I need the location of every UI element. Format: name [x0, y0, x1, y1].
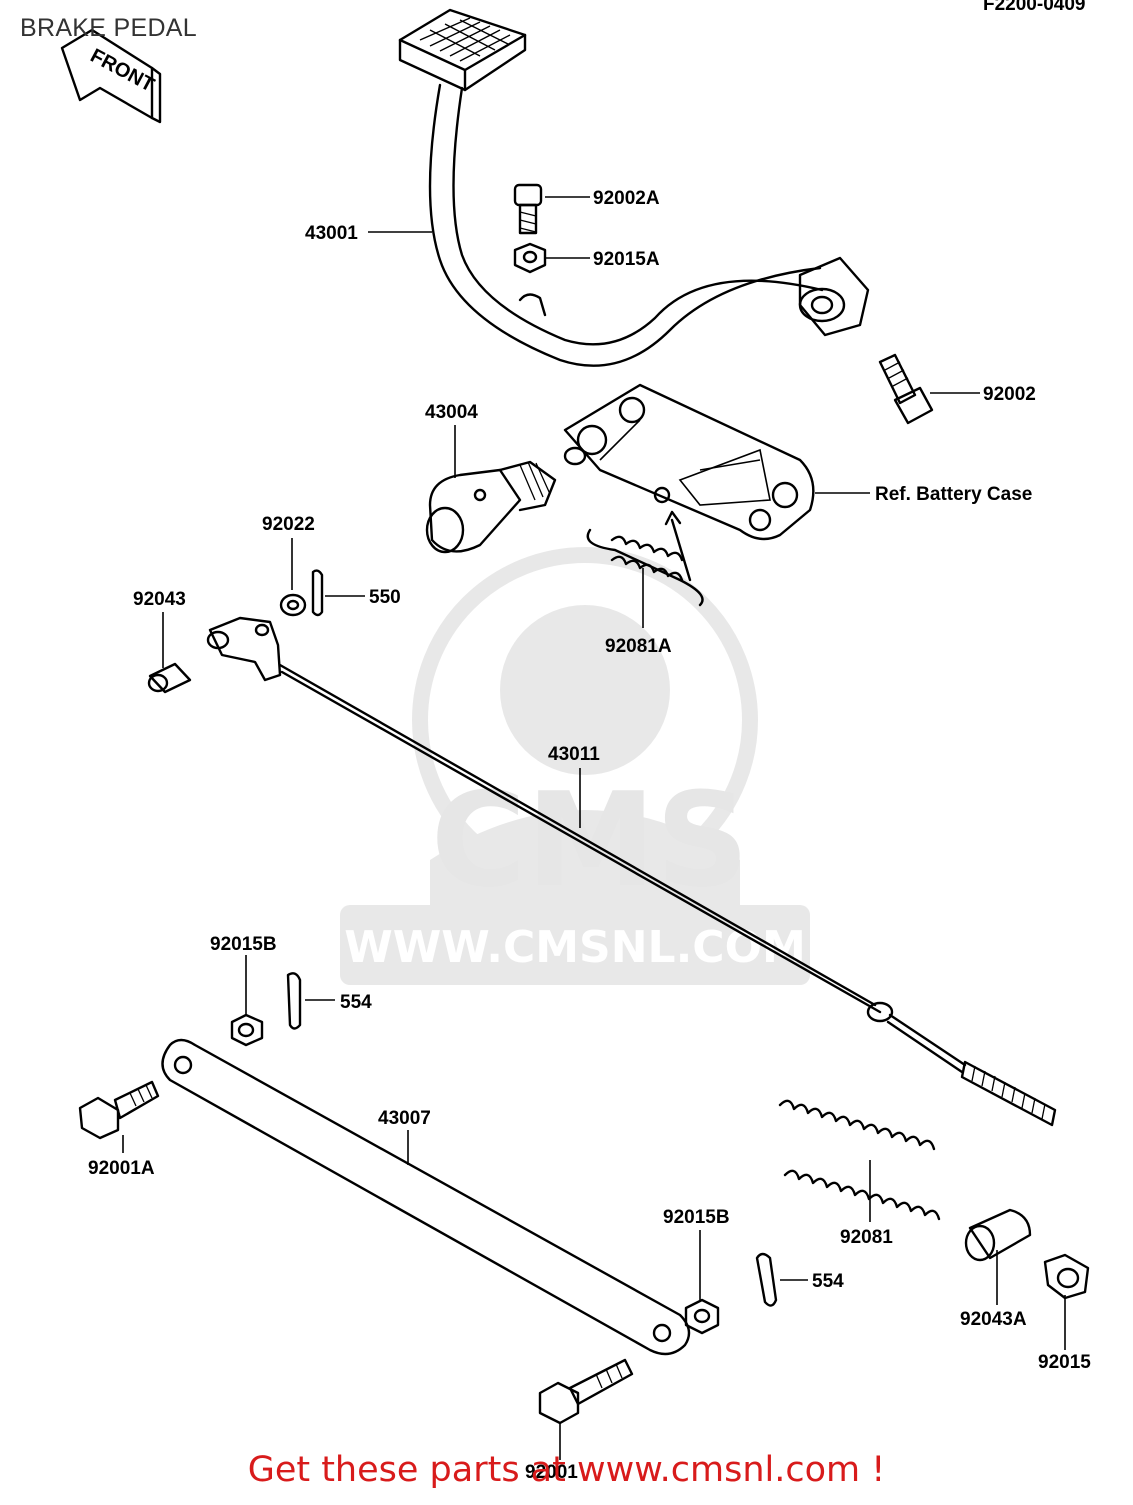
pin-92043	[147, 662, 192, 694]
collar-92043A	[964, 1208, 1032, 1262]
cotter-pin-554-right	[755, 1252, 778, 1307]
watermark: CMS WWW.CMSNL.COM	[340, 547, 810, 985]
footer-link[interactable]: Get these parts at www.cmsnl.com !	[248, 1450, 886, 1490]
cotter-pin-554-left	[286, 972, 302, 1030]
washer-92022	[279, 593, 307, 617]
label-43004: 43004	[425, 402, 478, 423]
label-92015B-right: 92015B	[663, 1207, 730, 1228]
nut-92015A	[513, 242, 547, 274]
diagram-code: F2200-0409	[983, 0, 1085, 15]
bolt-92002A	[513, 183, 543, 235]
label-92043A: 92043A	[960, 1309, 1027, 1330]
watermark-url: WWW.CMSNL.COM	[344, 922, 806, 973]
spring-92081	[778, 1099, 941, 1221]
footer-banner: Get these parts at www.cmsnl.com !	[0, 1450, 1133, 1490]
brake-rod-43011	[206, 616, 1057, 1127]
label-554-right: 554	[812, 1271, 844, 1292]
link-rod-43007	[161, 1038, 691, 1356]
label-92043: 92043	[133, 589, 186, 610]
cotter-pin-550	[311, 569, 324, 617]
footer-prefix: Get these parts at	[247, 1450, 577, 1490]
label-92015B-left: 92015B	[210, 934, 277, 955]
label-92002: 92002	[983, 384, 1036, 405]
label-92015A: 92015A	[593, 249, 660, 270]
label-92081: 92081	[840, 1227, 893, 1248]
page-title: BRAKE PEDAL	[20, 14, 197, 42]
label-92081A: 92081A	[605, 636, 672, 657]
label-43011: 43011	[548, 744, 600, 765]
nut-92015B-right	[684, 1298, 720, 1335]
label-ref-battery-case: Ref. Battery Case	[875, 484, 1032, 505]
part-labels: F2200-0409 43001 92002A 92015A 92002 430…	[88, 0, 1091, 1483]
label-43001: 43001	[305, 223, 358, 244]
spring-92081A	[586, 528, 704, 607]
label-92001: 92001	[525, 1462, 578, 1483]
label-92015: 92015	[1038, 1352, 1091, 1373]
label-550: 550	[369, 587, 401, 608]
nut-92015	[1043, 1253, 1090, 1300]
brake-pedal-arm	[398, 8, 870, 367]
label-92022: 92022	[262, 514, 315, 535]
footer-url: www.cmsnl.com	[576, 1450, 861, 1490]
label-554-left: 554	[340, 992, 372, 1013]
master-cylinder-43004	[425, 446, 587, 554]
nut-92015B-left	[230, 1013, 264, 1047]
label-43007: 43007	[378, 1108, 431, 1129]
bolt-92001	[538, 1358, 634, 1425]
label-92002A: 92002A	[593, 188, 660, 209]
bolt-92001A	[78, 1080, 160, 1140]
footer-suffix: !	[860, 1450, 886, 1490]
label-92001A: 92001A	[88, 1158, 155, 1179]
front-arrow: FRONT	[60, 28, 162, 124]
leader-lines	[122, 196, 1066, 1460]
bolt-92002	[878, 353, 934, 425]
bracket-plate	[563, 383, 815, 582]
watermark-brand: CMS	[431, 764, 749, 916]
